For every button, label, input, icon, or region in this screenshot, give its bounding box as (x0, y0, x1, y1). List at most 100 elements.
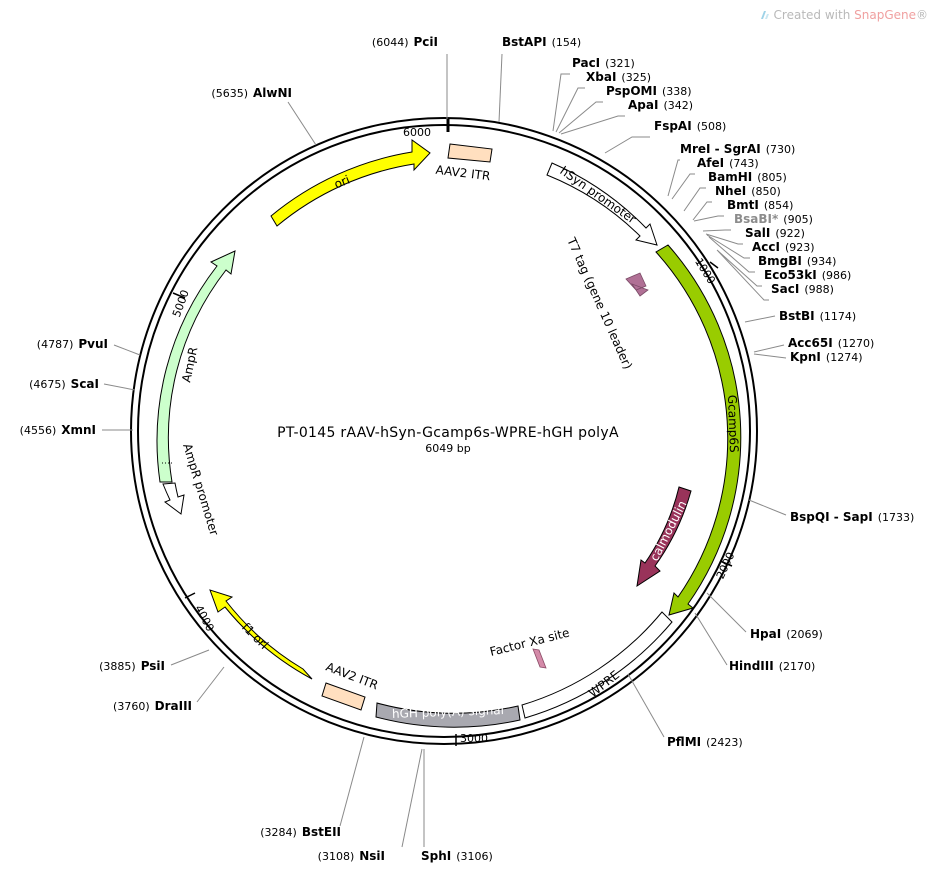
enzyme-draiii: (3760)DraIII (113, 699, 192, 713)
snapgene-watermark: Created with SnapGene® (760, 8, 928, 22)
feature-aav2-itr-2[interactable]: AAV2 ITR (321, 660, 380, 711)
site-line-pvui (113, 344, 141, 356)
hgh-polya-box (375, 702, 521, 728)
site-line-acc65i (753, 344, 785, 353)
enzyme-hpai: HpaI(2069) (750, 627, 823, 641)
enzyme-pvui: (4787)PvuI (37, 337, 108, 351)
enzyme-fspai: FspAI(508) (654, 119, 726, 133)
watermark-brand: SnapGene (854, 8, 916, 22)
site-line-kpni (753, 353, 787, 359)
ampr-arrow-icon (156, 250, 236, 483)
enzyme-mrei-sgrai: MreI - SgrAI(730) (680, 142, 795, 156)
site-line-mrei (667, 159, 680, 197)
enzyme-alwni: (5635)AlwNI (211, 86, 292, 100)
enzyme-apai: ApaI(342) (628, 98, 693, 112)
enzyme-hindiii: HindIII(2170) (729, 659, 815, 673)
tick-label-2000: 2000 (714, 550, 738, 581)
tick-2000 (719, 560, 733, 567)
feature-hgh-polya[interactable]: hGH poly(A) signal (375, 702, 521, 728)
site-line-afei (671, 173, 695, 200)
f1-ori-arrow-icon (209, 589, 313, 680)
backbone (130, 117, 758, 745)
feature-ampr-promoter[interactable]: AmpR promoter (162, 442, 221, 537)
gcamp6s-arrow-icon (655, 244, 742, 616)
site-line-draiii (196, 666, 225, 703)
enzyme-bsabi: BsaBI*(905) (734, 212, 813, 226)
site-line-xbai (555, 87, 585, 133)
feature-calmodulin[interactable]: calmodulin (636, 486, 692, 588)
enzyme-bamhi: BamHI(805) (708, 170, 787, 184)
calmodulin-label: calmodulin (647, 498, 689, 563)
site-line-apai (560, 115, 625, 135)
restriction-sites (102, 53, 787, 848)
site-line-pflmi (627, 673, 665, 738)
enzyme-bstapi: BstAPI(154) (502, 35, 581, 49)
feature-t7-tag[interactable]: T7 tag (gene 10 leader) (564, 235, 649, 372)
site-line-hindiii (694, 612, 728, 666)
enzyme-xmni: (4556)XmnI (20, 423, 96, 437)
enzyme-labels: (6044)PciI BstAPI(154) PacI(321) XbaI(32… (20, 35, 915, 863)
enzyme-kpni: KpnI(1274) (790, 350, 862, 364)
feature-ori[interactable]: ori (270, 139, 431, 227)
factor-xa-label: Factor Xa site (488, 626, 571, 659)
site-line-eco53ki (716, 249, 762, 287)
site-line-bmgbi (708, 236, 755, 273)
aav2-itr-1-label: AAV2 ITR (435, 163, 491, 184)
tick-label-6000: 6000 (403, 126, 431, 139)
site-line-paci (552, 73, 570, 132)
enzyme-pflmi: PflMI(2423) (667, 735, 743, 749)
enzyme-pcii: (6044)PciI (372, 35, 438, 49)
enzyme-sphi: SphI(3106) (421, 849, 493, 863)
backbone-inner-ring (137, 124, 751, 738)
wpre-box (521, 611, 673, 719)
site-line-fspai (604, 136, 650, 154)
enzyme-bspqi-sapi: BspQI - SapI(1733) (790, 510, 914, 524)
ampr-promoter-arrow-icon (162, 482, 185, 515)
feature-f1-ori[interactable]: f1 ori (209, 589, 313, 680)
hgh-polya-label: hGH poly(A) signal (392, 703, 504, 721)
site-line-alwni (287, 101, 317, 146)
site-line-bsabi (702, 229, 731, 232)
enzyme-bsteii: (3284)BstEII (260, 825, 341, 839)
enzyme-bstbi: BstBI(1174) (779, 309, 856, 323)
aav2-itr-1-box (447, 143, 493, 163)
site-line-acci (706, 234, 750, 259)
gcamp6s-label: Gcamp6S (725, 395, 741, 453)
factor-xa-marker-icon (532, 648, 547, 669)
backbone-outer-ring (130, 117, 758, 745)
feature-gcamp6s[interactable]: Gcamp6S (655, 244, 742, 616)
snapgene-logo-icon (760, 11, 769, 19)
site-line-saci (717, 250, 769, 301)
t7-tag-marker-icon (625, 272, 649, 297)
enzyme-acc65i: Acc65I(1270) (788, 336, 874, 350)
site-line-nhei (692, 201, 712, 221)
enzyme-eco53ki: Eco53kI(986) (764, 268, 851, 282)
tick-4000 (184, 592, 196, 599)
site-line-bmti (693, 215, 724, 222)
site-line-bsteii (339, 736, 365, 827)
enzyme-afei: AfeI(743) (697, 156, 759, 170)
feature-hsyn-promoter[interactable]: hSyn promoter (546, 162, 658, 246)
plasmid-size: 6049 bp (425, 442, 470, 455)
tick-5000 (172, 292, 186, 299)
enzyme-psii: (3885)PsiI (99, 659, 165, 673)
site-line-scai (103, 383, 136, 391)
feature-factor-xa[interactable]: Factor Xa site (488, 626, 571, 669)
aav2-itr-2-box (321, 682, 366, 711)
tick-label-3000: 3000 (460, 732, 488, 745)
site-line-sali (705, 233, 743, 245)
enzyme-nhei: NheI(850) (715, 184, 781, 198)
site-line-bstbi (744, 315, 776, 323)
enzyme-scai: (4675)ScaI (29, 377, 99, 391)
ampr-promoter-label: AmpR promoter (180, 442, 221, 537)
enzyme-bmgbi: BmgBI(934) (758, 254, 836, 268)
t7-tag-label: T7 tag (gene 10 leader) (564, 235, 635, 372)
enzyme-nsii: (3108)NsiI (318, 849, 385, 863)
hsyn-promoter-label: hSyn promoter (557, 164, 638, 227)
site-line-bspqi (748, 499, 787, 516)
watermark-registered: ® (916, 8, 928, 22)
feature-aav2-itr-1[interactable]: AAV2 ITR (435, 143, 493, 184)
enzyme-sali: SalI(922) (745, 226, 805, 240)
enzyme-xbai: XbaI(325) (586, 70, 651, 84)
